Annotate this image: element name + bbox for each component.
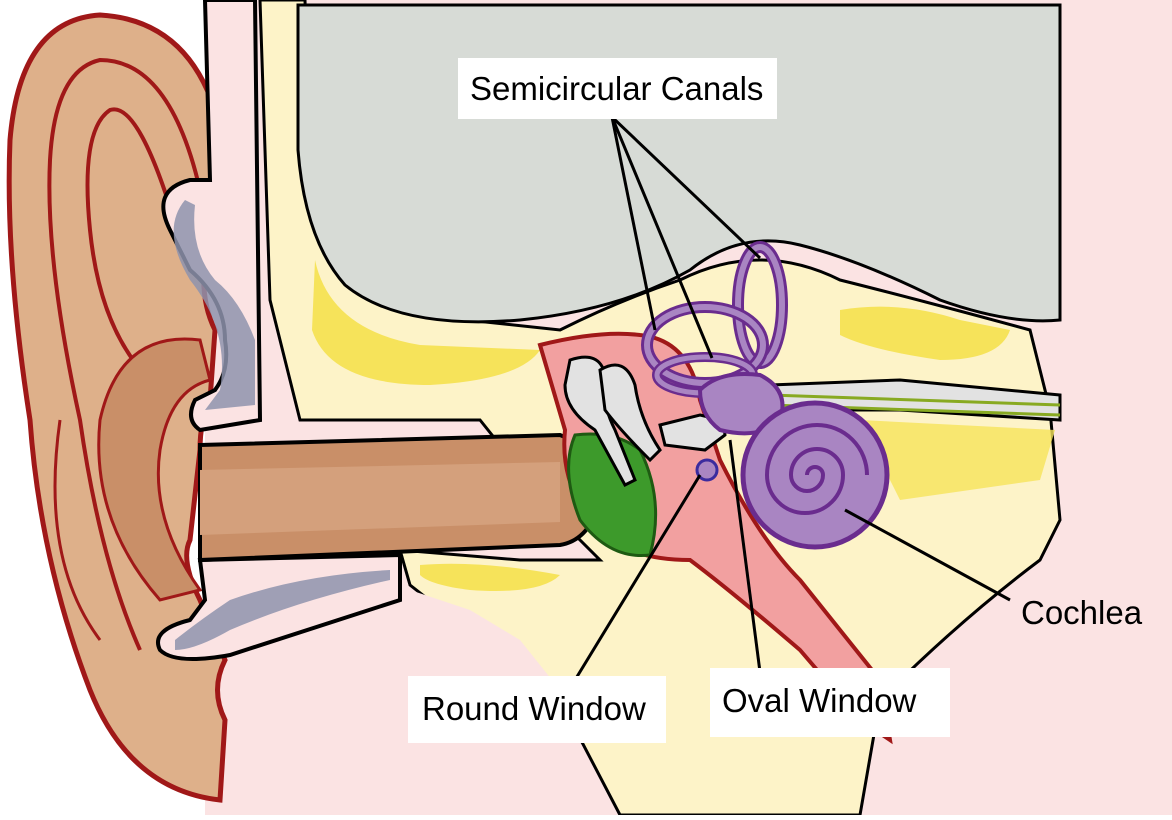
label-semicircular-canals: Semicircular Canals [458,58,777,119]
cranial-cavity [298,5,1060,322]
label-oval-window: Oval Window [710,668,950,737]
label-round-window: Round Window [408,676,666,743]
label-cochlea: Cochlea [1015,592,1148,633]
